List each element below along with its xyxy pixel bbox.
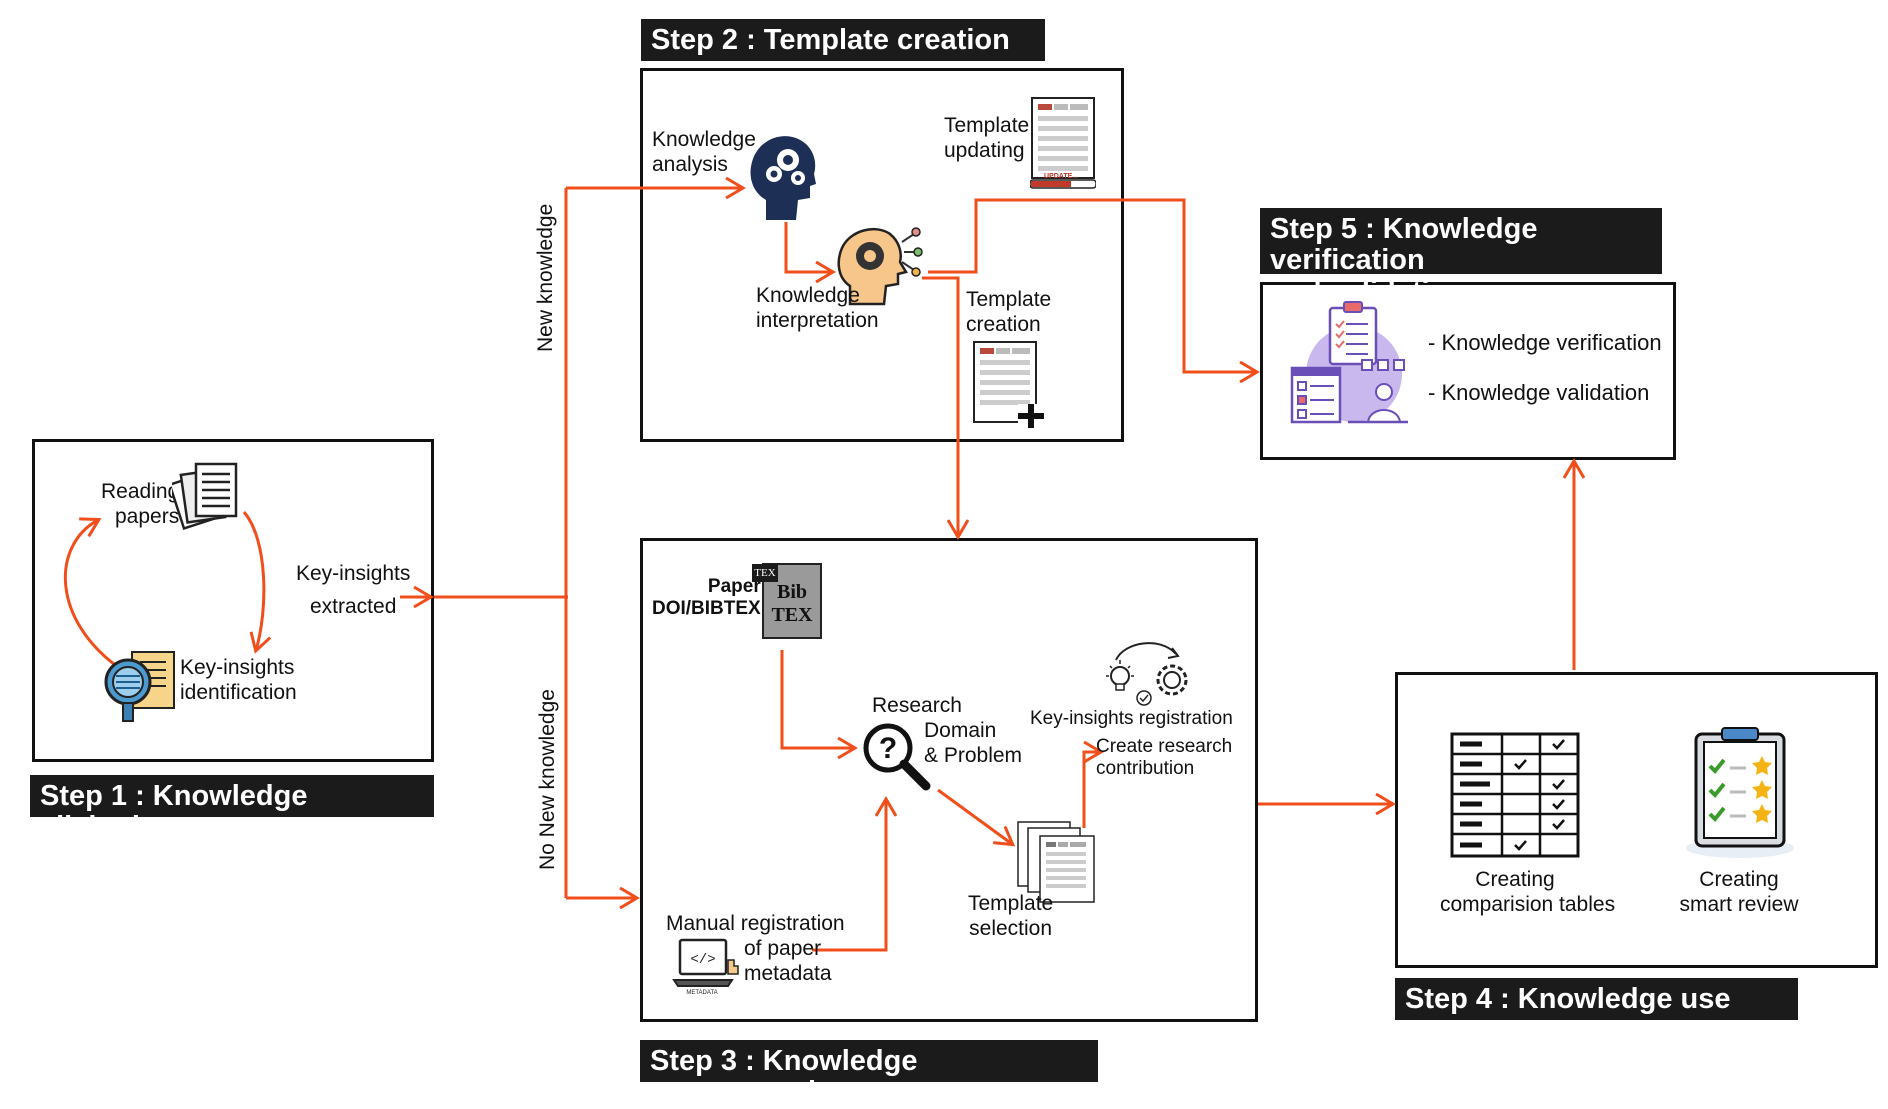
step4-title: Step 4 : Knowledge use: [1395, 978, 1798, 1020]
analysis-line1: Knowledge: [652, 128, 756, 151]
bib-bottom-text: TEX: [771, 604, 813, 626]
step5-title: Step 5 : Knowledge verification and vali…: [1260, 208, 1662, 307]
key-insights-identification-label: Key-insights identification: [180, 656, 297, 706]
knowledge-interpretation-label: Knowledge interpretation: [756, 284, 879, 334]
research-line2: Domain: [924, 718, 997, 742]
interp-line1: Knowledge: [756, 284, 860, 307]
manual-registration-label: Manual registration of paper metadata: [666, 912, 845, 986]
head-gears-icon: [750, 136, 816, 220]
bib-top-text: Bib: [776, 581, 808, 603]
template-update-icon: UPDATE...: [1030, 97, 1096, 189]
extracted-line1: Key-insights: [296, 562, 411, 585]
template-add-icon: [973, 341, 1044, 428]
paper-line2: DOI/BIBTEX: [652, 598, 761, 620]
reading-line1: Reading: [100, 480, 180, 503]
head-cog-icon: [837, 227, 923, 306]
paper-line1: Paper: [707, 576, 761, 597]
smart-review-label: Creating smart review: [1664, 868, 1814, 918]
create-research-contribution-label: Create research contribution: [1096, 736, 1232, 781]
smart-review-clipboard-icon: [1686, 727, 1794, 858]
review-line2: smart review: [1679, 892, 1799, 916]
key-insights-registration-label: Key-insights registration: [1030, 708, 1233, 729]
creation-line1: Template: [966, 288, 1052, 311]
svg-text:</>: </>: [690, 952, 715, 968]
creation-line2: creation: [966, 312, 1041, 336]
ident-line2: identification: [180, 680, 297, 704]
contrib-line1: Create research: [1096, 736, 1233, 757]
idea-gear-icon: [1106, 642, 1188, 706]
knowledge-validation-item: - Knowledge validation: [1428, 380, 1650, 405]
research-domain-label: Research Domain & Problem: [872, 694, 1022, 768]
knowledge-verification-item: - Knowledge verification: [1428, 330, 1662, 355]
interp-line2: interpretation: [756, 308, 879, 332]
key-insights-extracted-label: Key-insights extracted: [296, 562, 410, 620]
template-selection-label: Template selection: [968, 892, 1053, 942]
selection-line2: selection: [969, 916, 1053, 940]
knowledge-analysis-label: Knowledge analysis: [652, 128, 756, 178]
comparison-table-icon: [1450, 732, 1580, 858]
template-creation-label: Template creation: [966, 288, 1051, 338]
research-line3: & Problem: [924, 743, 1023, 767]
updating-line1: Template: [944, 114, 1030, 137]
contrib-line2: contribution: [1096, 758, 1195, 780]
manual-line3: metadata: [744, 961, 832, 985]
step2-title: Step 2 : Template creation: [641, 19, 1045, 61]
extracted-line2: extracted: [310, 594, 397, 618]
selection-line1: Template: [968, 892, 1054, 915]
flow-arrows: [63, 0, 1888, 952]
tables-line1: Creating: [1475, 868, 1555, 891]
magnifier-document-icon: [104, 651, 175, 722]
step5-title-line1: Step 5 : Knowledge verification: [1270, 213, 1538, 277]
manual-line1: Manual registration: [666, 912, 845, 935]
step5-title-line2: and validation: [1270, 275, 1465, 308]
analysis-line2: analysis: [652, 152, 728, 176]
research-line1: Research: [872, 694, 962, 717]
update-badge: UPDATE...: [1044, 173, 1078, 180]
no-new-knowledge-label: No New knowledge: [536, 689, 559, 870]
template-stack-icon: [1017, 821, 1095, 903]
new-knowledge-label: New knowledge: [534, 203, 557, 352]
template-updating-label: Template updating: [944, 114, 1029, 164]
tables-line2: comparision tables: [1440, 892, 1616, 916]
ident-line1: Key-insights: [180, 656, 295, 679]
comparison-tables-label: Creating comparision tables: [1440, 868, 1616, 918]
step3-box: [640, 538, 1258, 1022]
reading-papers-label: Reading papers: [95, 480, 179, 530]
metadata-caption: METADATA: [686, 990, 717, 996]
review-line1: Creating: [1699, 868, 1779, 891]
step1-title: Step 1 : Knowledge elicitation: [30, 775, 434, 843]
reading-line2: papers: [115, 504, 180, 528]
tex-badge-icon: TEX: [752, 564, 778, 582]
question-magnifier-icon: ?: [863, 723, 931, 791]
laptop-code-icon: </> METADATA: [672, 938, 739, 996]
manual-line2: of paper: [744, 936, 822, 960]
svg-text:?: ?: [879, 732, 897, 765]
documents-icon: [172, 462, 238, 531]
paper-doi-bibtex-label: Paper DOI/BIBTEX: [652, 576, 761, 621]
verification-illustration-icon: [1290, 301, 1408, 424]
updating-line2: updating: [944, 138, 1025, 162]
